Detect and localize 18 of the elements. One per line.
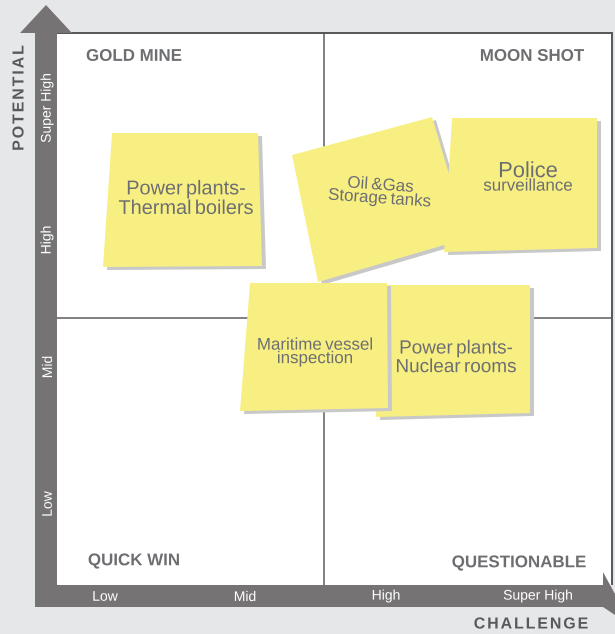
axis-title: CHALLENGE [474,617,588,629]
tick-label: Super High [504,590,572,602]
quadrant-label: MOON SHOT [480,49,584,61]
sticky-note: Police surveillance [444,118,601,255]
tick-label: Super High [40,74,54,142]
axis-title: POTENTIAL [12,46,24,150]
sticky-note: Power plants- Nuclear rooms [376,285,534,420]
tick-label: Low [93,591,118,601]
tick-label: Mid [42,356,52,378]
quadrant-label: QUICK WIN [88,553,179,569]
quadrant-label: GOLD MINE [86,49,182,61]
sticky-note: Power plants- Thermal boilers [103,133,266,270]
tick-label: Mid [234,590,256,602]
quadrant-label: QUESTIONABLE [452,555,586,571]
tick-label: High [372,590,400,602]
sticky-note: Maritime vessel inspection [240,283,392,414]
tick-label: High [40,226,54,254]
tick-label: Low [42,491,52,516]
